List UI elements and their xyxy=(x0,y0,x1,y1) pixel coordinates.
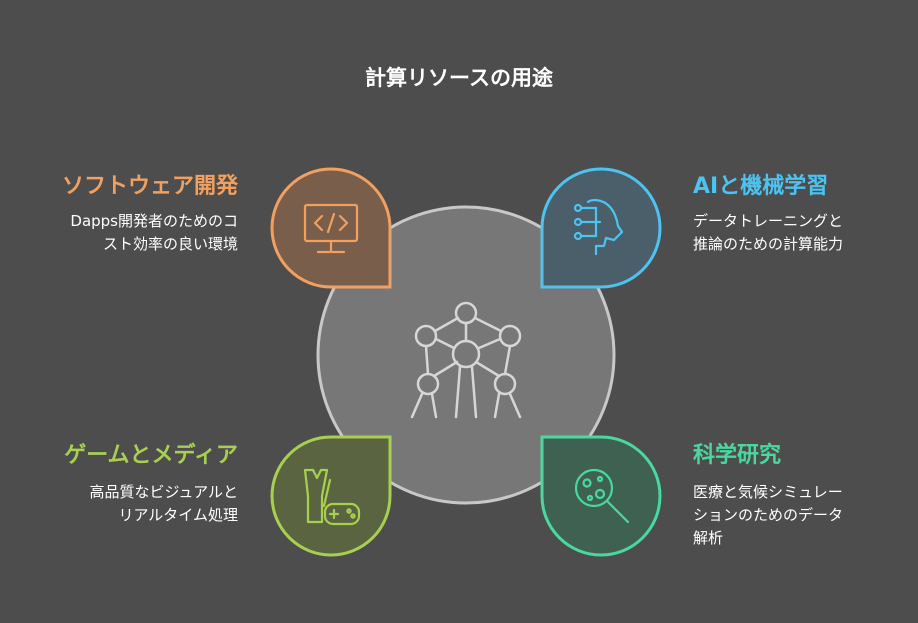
desc-line: 医療と気候シミュレー xyxy=(693,483,843,501)
node-software-development[interactable] xyxy=(270,167,392,289)
center-circle xyxy=(316,205,616,505)
desc-line: データトレーニングと xyxy=(693,212,844,230)
gamepad-icon xyxy=(303,468,361,526)
code-monitor-icon xyxy=(303,203,359,254)
desc-scientific-research: 医療と気候シミュレー ションのためのデータ 解析 xyxy=(693,481,843,550)
desc-line: スト効率の良い環境 xyxy=(102,235,238,253)
node-games-media[interactable] xyxy=(270,435,392,557)
heading-ai-ml: AIと機械学習 xyxy=(693,174,829,199)
page-title: 計算リソースの用途 xyxy=(365,66,553,90)
desc-software-development: Dapps開発者のためのコ スト効率の良い環境 xyxy=(70,210,238,256)
heading-games-media: ゲームとメディア xyxy=(64,443,238,468)
heading-software-development: ソフトウェア開発 xyxy=(61,174,238,199)
desc-line: リアルタイム処理 xyxy=(118,506,238,524)
heading-scientific-research: 科学研究 xyxy=(693,443,782,468)
desc-games-media: 高品質なビジュアルと リアルタイム処理 xyxy=(89,481,238,527)
desc-line: 推論のための計算能力 xyxy=(693,235,844,253)
ai-head-icon xyxy=(573,198,624,256)
node-scientific-research[interactable] xyxy=(540,435,662,557)
microscope-sample-icon xyxy=(574,468,630,524)
desc-line: ションのためのデータ xyxy=(693,506,844,524)
desc-ai-ml: データトレーニングと 推論のための計算能力 xyxy=(693,210,843,256)
desc-line: 高品質なビジュアルと xyxy=(89,483,238,501)
desc-line: Dapps開発者のためのコ xyxy=(70,212,238,230)
atomium-icon xyxy=(410,301,522,419)
desc-line: 解析 xyxy=(693,529,724,547)
node-ai-ml[interactable] xyxy=(540,167,662,289)
